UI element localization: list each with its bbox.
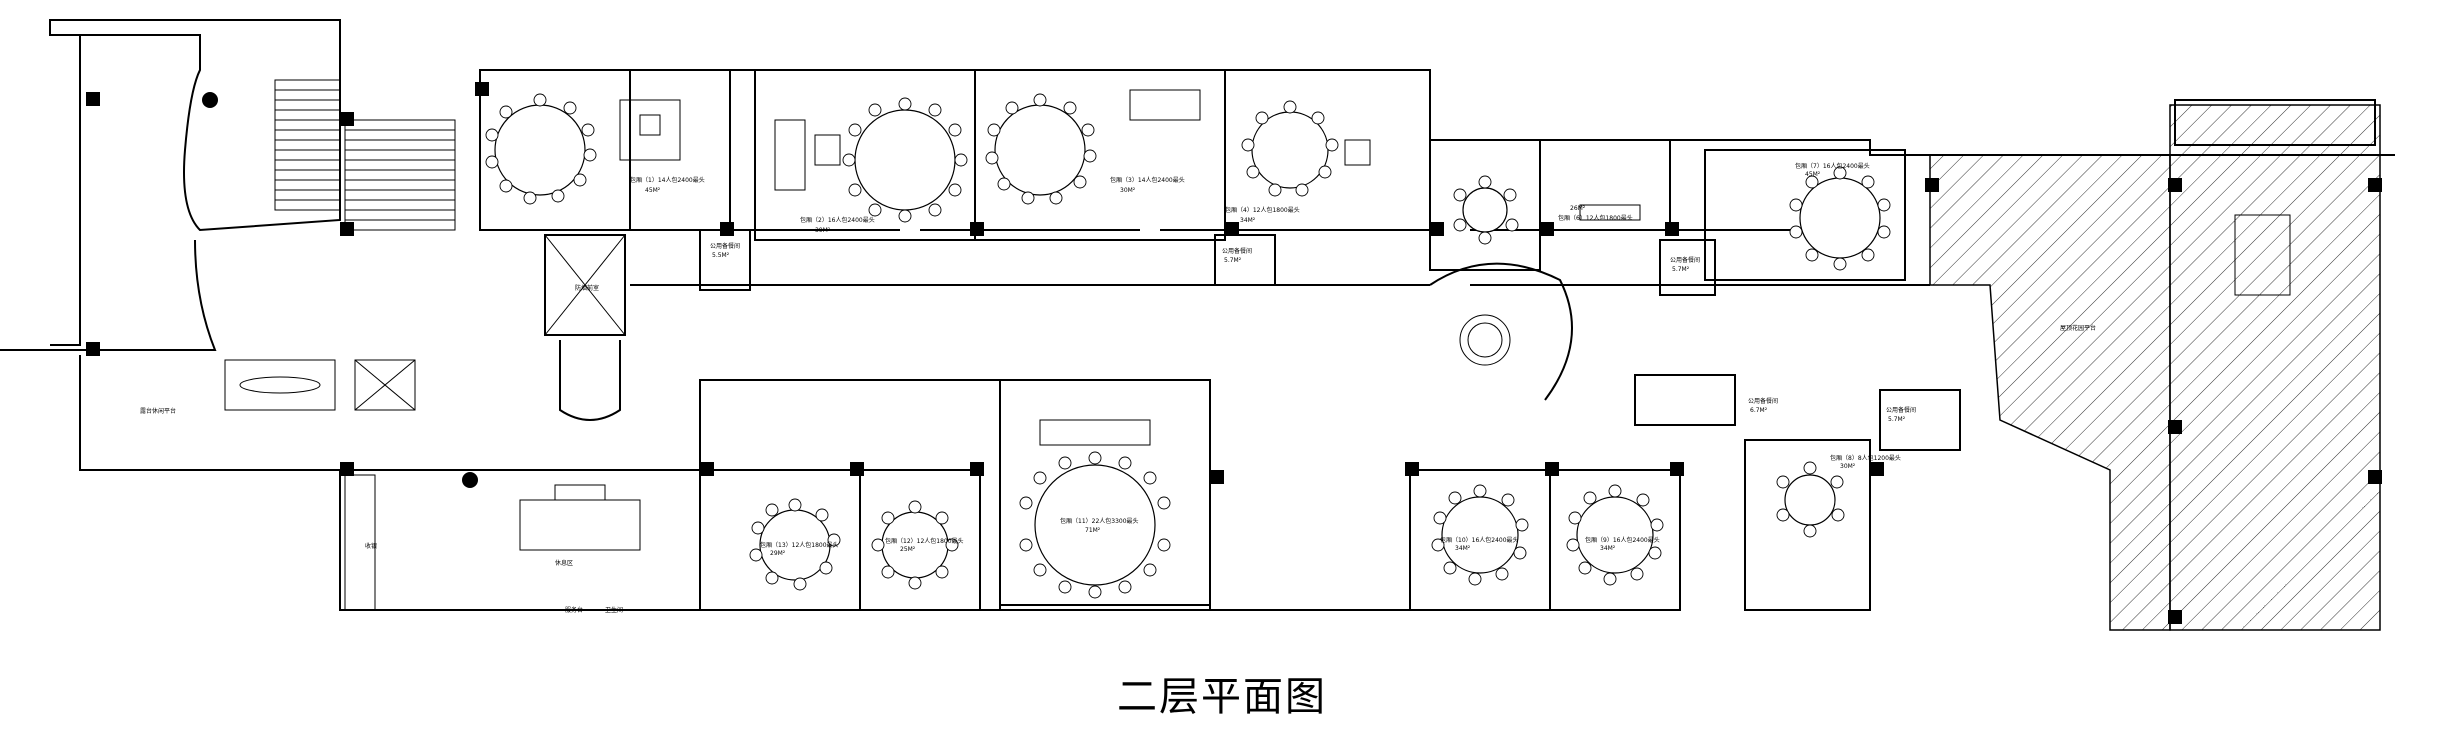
room-4-area: 34M² [1240,217,1256,224]
east-terrace [1929,99,2381,631]
room-10 [1409,469,1551,611]
room-13 [699,469,861,611]
room-3 [974,69,1226,241]
lounge-label: 露台休闲平台 [140,407,176,415]
west-stair-block [0,19,1410,611]
room-1 [479,69,731,231]
room-5 [1429,139,1541,271]
room-13-area: 29M² [770,550,786,557]
room-3-name: 包厢（3）14人包2400最头 [1110,176,1185,184]
room-8-area: 30M² [1840,463,1856,470]
hall-label: 休息区 [555,559,573,567]
bar-label: 收银 [365,542,377,550]
room-6-name: 包厢（6）12人包1800最头 [1558,214,1633,222]
service-1-area: 5.5M² [712,252,730,259]
w2-label: 卫生间 [605,606,623,614]
room-1-area: 45M² [645,187,661,194]
room-9 [1549,469,1681,611]
room-12-area: 25M² [900,546,916,553]
terrace-label: 屋顶花园平台 [2060,324,2096,332]
service-1-name: 公用备餐间 [710,242,740,250]
room-11 [999,379,1211,606]
service-4-name: 公用备餐间 [1748,397,1778,405]
service-2-area: 5.7M² [1224,257,1242,264]
room-11-area: 71M² [1085,527,1101,534]
room-2 [754,69,976,241]
w1-label: 服务台 [565,606,583,614]
service-2-name: 公用备餐间 [1222,247,1252,255]
room-6 [1539,139,1671,231]
room-11-name: 包厢（11）22人包3300最头 [1060,517,1139,525]
service-room-2 [1214,234,1276,286]
room-7-name: 包厢（7）16人包2400最头 [1795,162,1870,170]
service-3-name: 公用备餐间 [1670,256,1700,264]
service-3-area: 5.7M² [1672,266,1690,273]
room-7-area: 45M² [1805,171,1821,178]
room-4-name: 包厢（4）12人包1800最头 [1225,206,1300,214]
room-7 [1704,149,1906,281]
room-3-area: 30M² [1120,187,1136,194]
round-lobby [1429,262,1573,401]
service-4-area: 6.7M² [1750,407,1768,414]
structural-columns [86,82,2382,624]
room-9-area: 34M² [1600,545,1616,552]
room-12-name: 包厢（12）12人包1800最头 [885,537,964,545]
room-10-name: 包厢（10）16人包2400最头 [1440,536,1519,544]
room-12 [859,469,981,611]
room-2-area: 39M² [815,227,831,234]
drawing-title: 二层平面图 [1117,674,1327,720]
service-room-4 [1634,374,1736,426]
service-room-5 [1879,389,1961,451]
service-room-3 [1659,239,1716,296]
service-5-area: 5.7M² [1888,416,1906,423]
room-8 [1744,439,1871,611]
room-6-area: 26M² [1570,205,1586,212]
room-8-name: 包厢（8）8人包1200最头 [1830,454,1901,462]
dg-label: 防烟前室 [575,284,599,292]
service-5-name: 公用备餐间 [1886,406,1916,414]
room-13-name: 包厢（13）12人包1800最头 [760,541,839,549]
room-10-area: 34M² [1455,545,1471,552]
room-2-name: 包厢（2）16人包2400最头 [800,216,875,224]
room-1-name: 包厢（1）14人包2400最头 [630,176,705,184]
room-4 [1224,69,1431,231]
service-room-1 [699,229,751,291]
room-9-name: 包厢（9）16人包2400最头 [1585,536,1660,544]
